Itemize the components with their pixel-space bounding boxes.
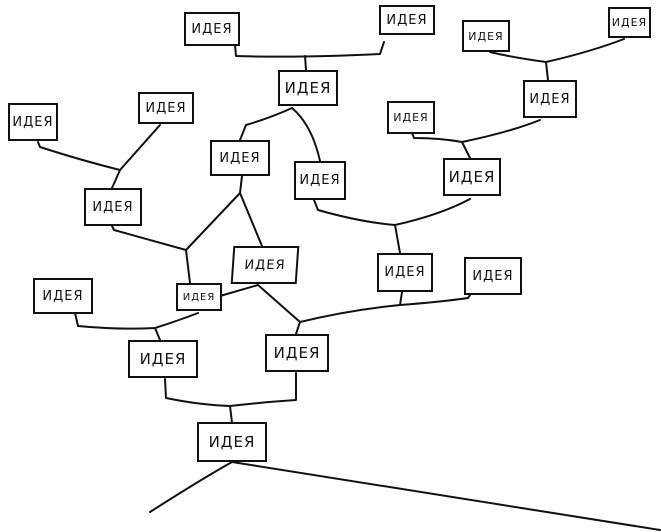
edge-root-children xyxy=(164,372,297,424)
edge-18-13 xyxy=(111,225,191,284)
idea-node-15: ИДЕЯ xyxy=(377,253,433,292)
idea-node-3: ИДЕЯ xyxy=(462,20,510,52)
idea-node-10: ИДЕЯ xyxy=(210,140,270,176)
idea-node-13: ИДЕЯ xyxy=(84,188,142,226)
trunk-right xyxy=(231,461,661,531)
edge-6-up xyxy=(489,38,625,81)
idea-node-16: ИДЕЯ xyxy=(464,257,522,295)
idea-node-17: ИДЕЯ xyxy=(33,278,93,314)
edge-junction-10 xyxy=(185,175,243,251)
edge-10-5 xyxy=(239,107,321,162)
idea-node-6: ИДЕЯ xyxy=(523,80,577,118)
edge-12-up xyxy=(411,119,541,159)
edge-18-14 xyxy=(219,284,259,297)
idea-node-9: ИДЕЯ xyxy=(387,101,435,134)
idea-node-4: ИДЕЯ xyxy=(608,7,651,38)
idea-node-19: ИДЕЯ xyxy=(128,340,198,378)
idea-node-20: ИДЕЯ xyxy=(265,334,329,372)
edge-20-up xyxy=(257,284,301,335)
edge-11-12-15 xyxy=(313,198,471,254)
edge-20-15-16 xyxy=(299,291,471,323)
idea-node-18: ИДЕЯ xyxy=(176,283,222,311)
idea-node-7: ИДЕЯ xyxy=(8,103,58,141)
edge-13-up xyxy=(37,124,161,189)
edge-19-children xyxy=(74,312,199,341)
idea-node-2: ИДЕЯ xyxy=(379,5,435,35)
idea-node-14: ИДЕЯ xyxy=(230,246,300,284)
idea-node-5: ИДЕЯ xyxy=(278,70,338,106)
edge-10-14 xyxy=(239,192,263,247)
idea-node-12: ИДЕЯ xyxy=(443,158,501,196)
idea-node-1: ИДЕЯ xyxy=(184,12,240,46)
idea-node-21-root: ИДЕЯ xyxy=(197,422,267,462)
idea-node-8: ИДЕЯ xyxy=(138,92,194,124)
edge-5-up xyxy=(234,41,385,71)
idea-node-11: ИДЕЯ xyxy=(294,161,346,200)
trunk-left xyxy=(149,461,233,513)
